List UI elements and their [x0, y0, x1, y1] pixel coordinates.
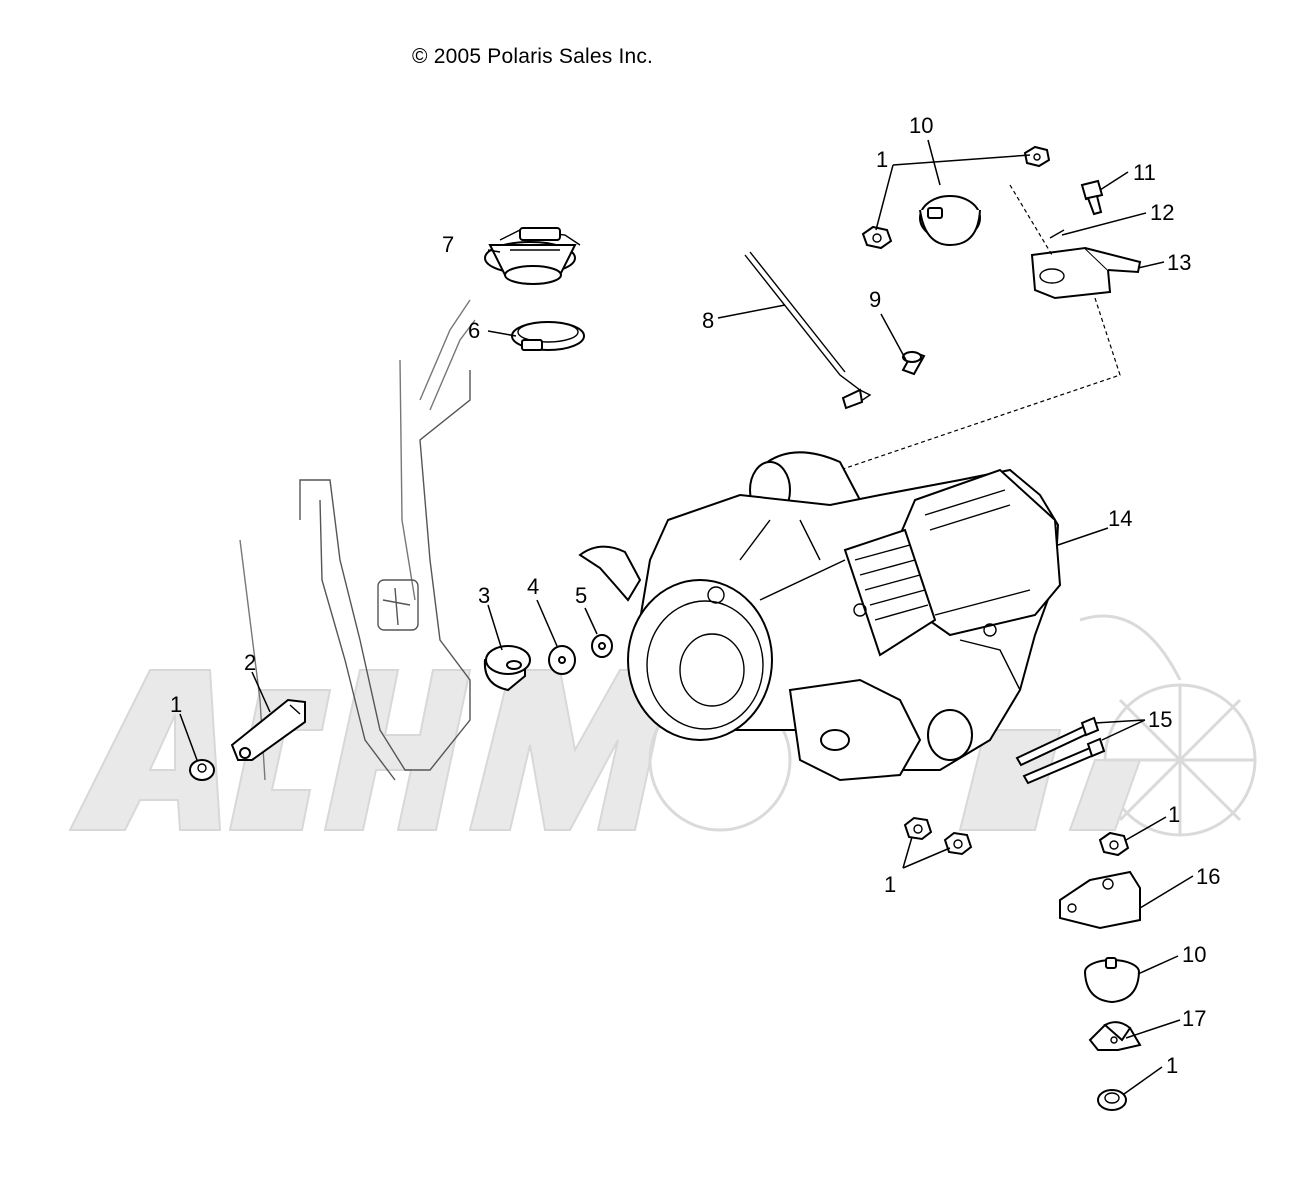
callout-4: 4 — [527, 574, 539, 599]
part-rubber-mount-3 — [483, 645, 531, 692]
part-hose-clamp — [511, 321, 585, 351]
part-nut-top-left — [861, 225, 893, 250]
callout-2: 2 — [244, 650, 256, 675]
callout-16: 16 — [1196, 864, 1220, 889]
callout-1-right-lower: 1 — [1166, 1053, 1178, 1078]
callout-17: 17 — [1182, 1006, 1206, 1031]
copyright-notice: © 2005 Polaris Sales Inc. — [412, 45, 654, 68]
callout-3: 3 — [478, 583, 490, 608]
part-bolts-15 — [1015, 716, 1106, 785]
part-bolt-11 — [1080, 179, 1104, 216]
callout-1-top: 1 — [876, 147, 888, 172]
part-bracket-16 — [1059, 870, 1141, 930]
callout-6: 6 — [468, 318, 480, 343]
part-intake-boot — [484, 227, 581, 285]
part-washer-4 — [548, 645, 576, 675]
callout-7: 7 — [442, 232, 454, 257]
callout-12: 12 — [1150, 200, 1174, 225]
callout-15: 15 — [1148, 707, 1172, 732]
part-nut-right-lower — [1097, 1089, 1127, 1111]
callout-10-lower: 10 — [1182, 942, 1206, 967]
callout-numbers: 1 10 11 12 13 7 6 8 9 14 3 4 5 2 1 15 1 … — [170, 113, 1220, 1078]
callout-13: 13 — [1167, 250, 1191, 275]
callout-11: 11 — [1133, 160, 1156, 185]
part-nut-lower-2 — [943, 831, 973, 856]
part-rubber-mount-lower — [1084, 957, 1140, 1004]
part-nut-right-upper — [1098, 831, 1130, 857]
callout-1-left: 1 — [170, 692, 182, 717]
part-bracket-2 — [230, 698, 306, 761]
callout-10-top: 10 — [909, 113, 933, 138]
part-nut-left — [189, 759, 215, 781]
part-rod — [744, 251, 872, 410]
part-plate-17 — [1088, 1021, 1142, 1051]
watermark-logo — [68, 614, 1257, 837]
leader-lines — [179, 139, 1194, 1095]
part-engine-assembly — [578, 451, 1062, 782]
part-bracket-13 — [1030, 246, 1142, 300]
callout-1-right-upper: 1 — [1168, 802, 1180, 827]
part-bolt-small — [901, 350, 926, 376]
part-washer-5 — [591, 634, 613, 658]
frame-section — [239, 299, 476, 781]
callout-1-lower-middle: 1 — [884, 872, 896, 897]
callout-5: 5 — [575, 583, 587, 608]
part-nut-top-right — [1023, 145, 1051, 168]
callout-8: 8 — [702, 308, 714, 333]
callout-14: 14 — [1108, 506, 1132, 531]
part-rubber-mount-upper — [919, 195, 981, 247]
part-nut-lower-1 — [903, 816, 933, 841]
callout-9: 9 — [869, 287, 881, 312]
part-pin-12 — [1049, 229, 1065, 239]
